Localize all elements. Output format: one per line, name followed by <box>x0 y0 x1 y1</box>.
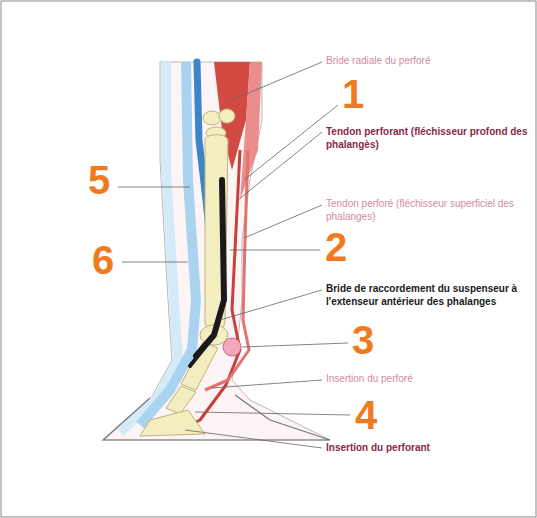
callout-number: 1 <box>342 72 364 116</box>
leader-line <box>244 105 338 180</box>
leader-line <box>185 430 322 448</box>
carpal-bone <box>219 109 235 123</box>
leader-line <box>230 250 320 251</box>
callout-number: 6 <box>92 238 114 282</box>
second-phalanx <box>166 386 196 414</box>
part-label: Bride radiale du perforé <box>326 55 526 68</box>
part-label: Insertion du perforant <box>326 442 526 455</box>
leader-line <box>244 205 322 238</box>
suspensory-branch <box>190 338 212 366</box>
callout-number: 2 <box>325 225 347 269</box>
callout-number: 4 <box>355 393 377 437</box>
skin-strip <box>120 62 178 432</box>
leader-line <box>232 62 322 100</box>
leader-line <box>212 380 322 388</box>
leader-line <box>122 262 188 263</box>
part-label: Bride de raccordement du suspenseur à l'… <box>326 283 531 308</box>
leader-line <box>220 290 322 320</box>
hoof-outline <box>103 395 330 440</box>
leader-line <box>242 343 348 347</box>
part-label: Tendon perforé (fléchisseur superficiel … <box>326 198 531 223</box>
leader-line <box>195 412 350 415</box>
leg-outline <box>103 62 330 440</box>
coffin-bone <box>140 410 205 436</box>
carpal-bone <box>203 111 221 125</box>
bones <box>140 109 235 436</box>
leader-line <box>118 187 190 188</box>
part-label: Insertion du perforé <box>326 373 526 386</box>
part-label: Tendon perforant (fléchisseur profond de… <box>326 126 531 151</box>
leader-lines <box>118 62 350 448</box>
flexor-muscle <box>240 62 262 200</box>
leader-line <box>238 132 322 200</box>
callout-number: 5 <box>88 158 110 202</box>
sesamoid <box>223 338 241 356</box>
suspensory-ligament <box>196 180 224 356</box>
callout-number: 3 <box>352 318 374 362</box>
